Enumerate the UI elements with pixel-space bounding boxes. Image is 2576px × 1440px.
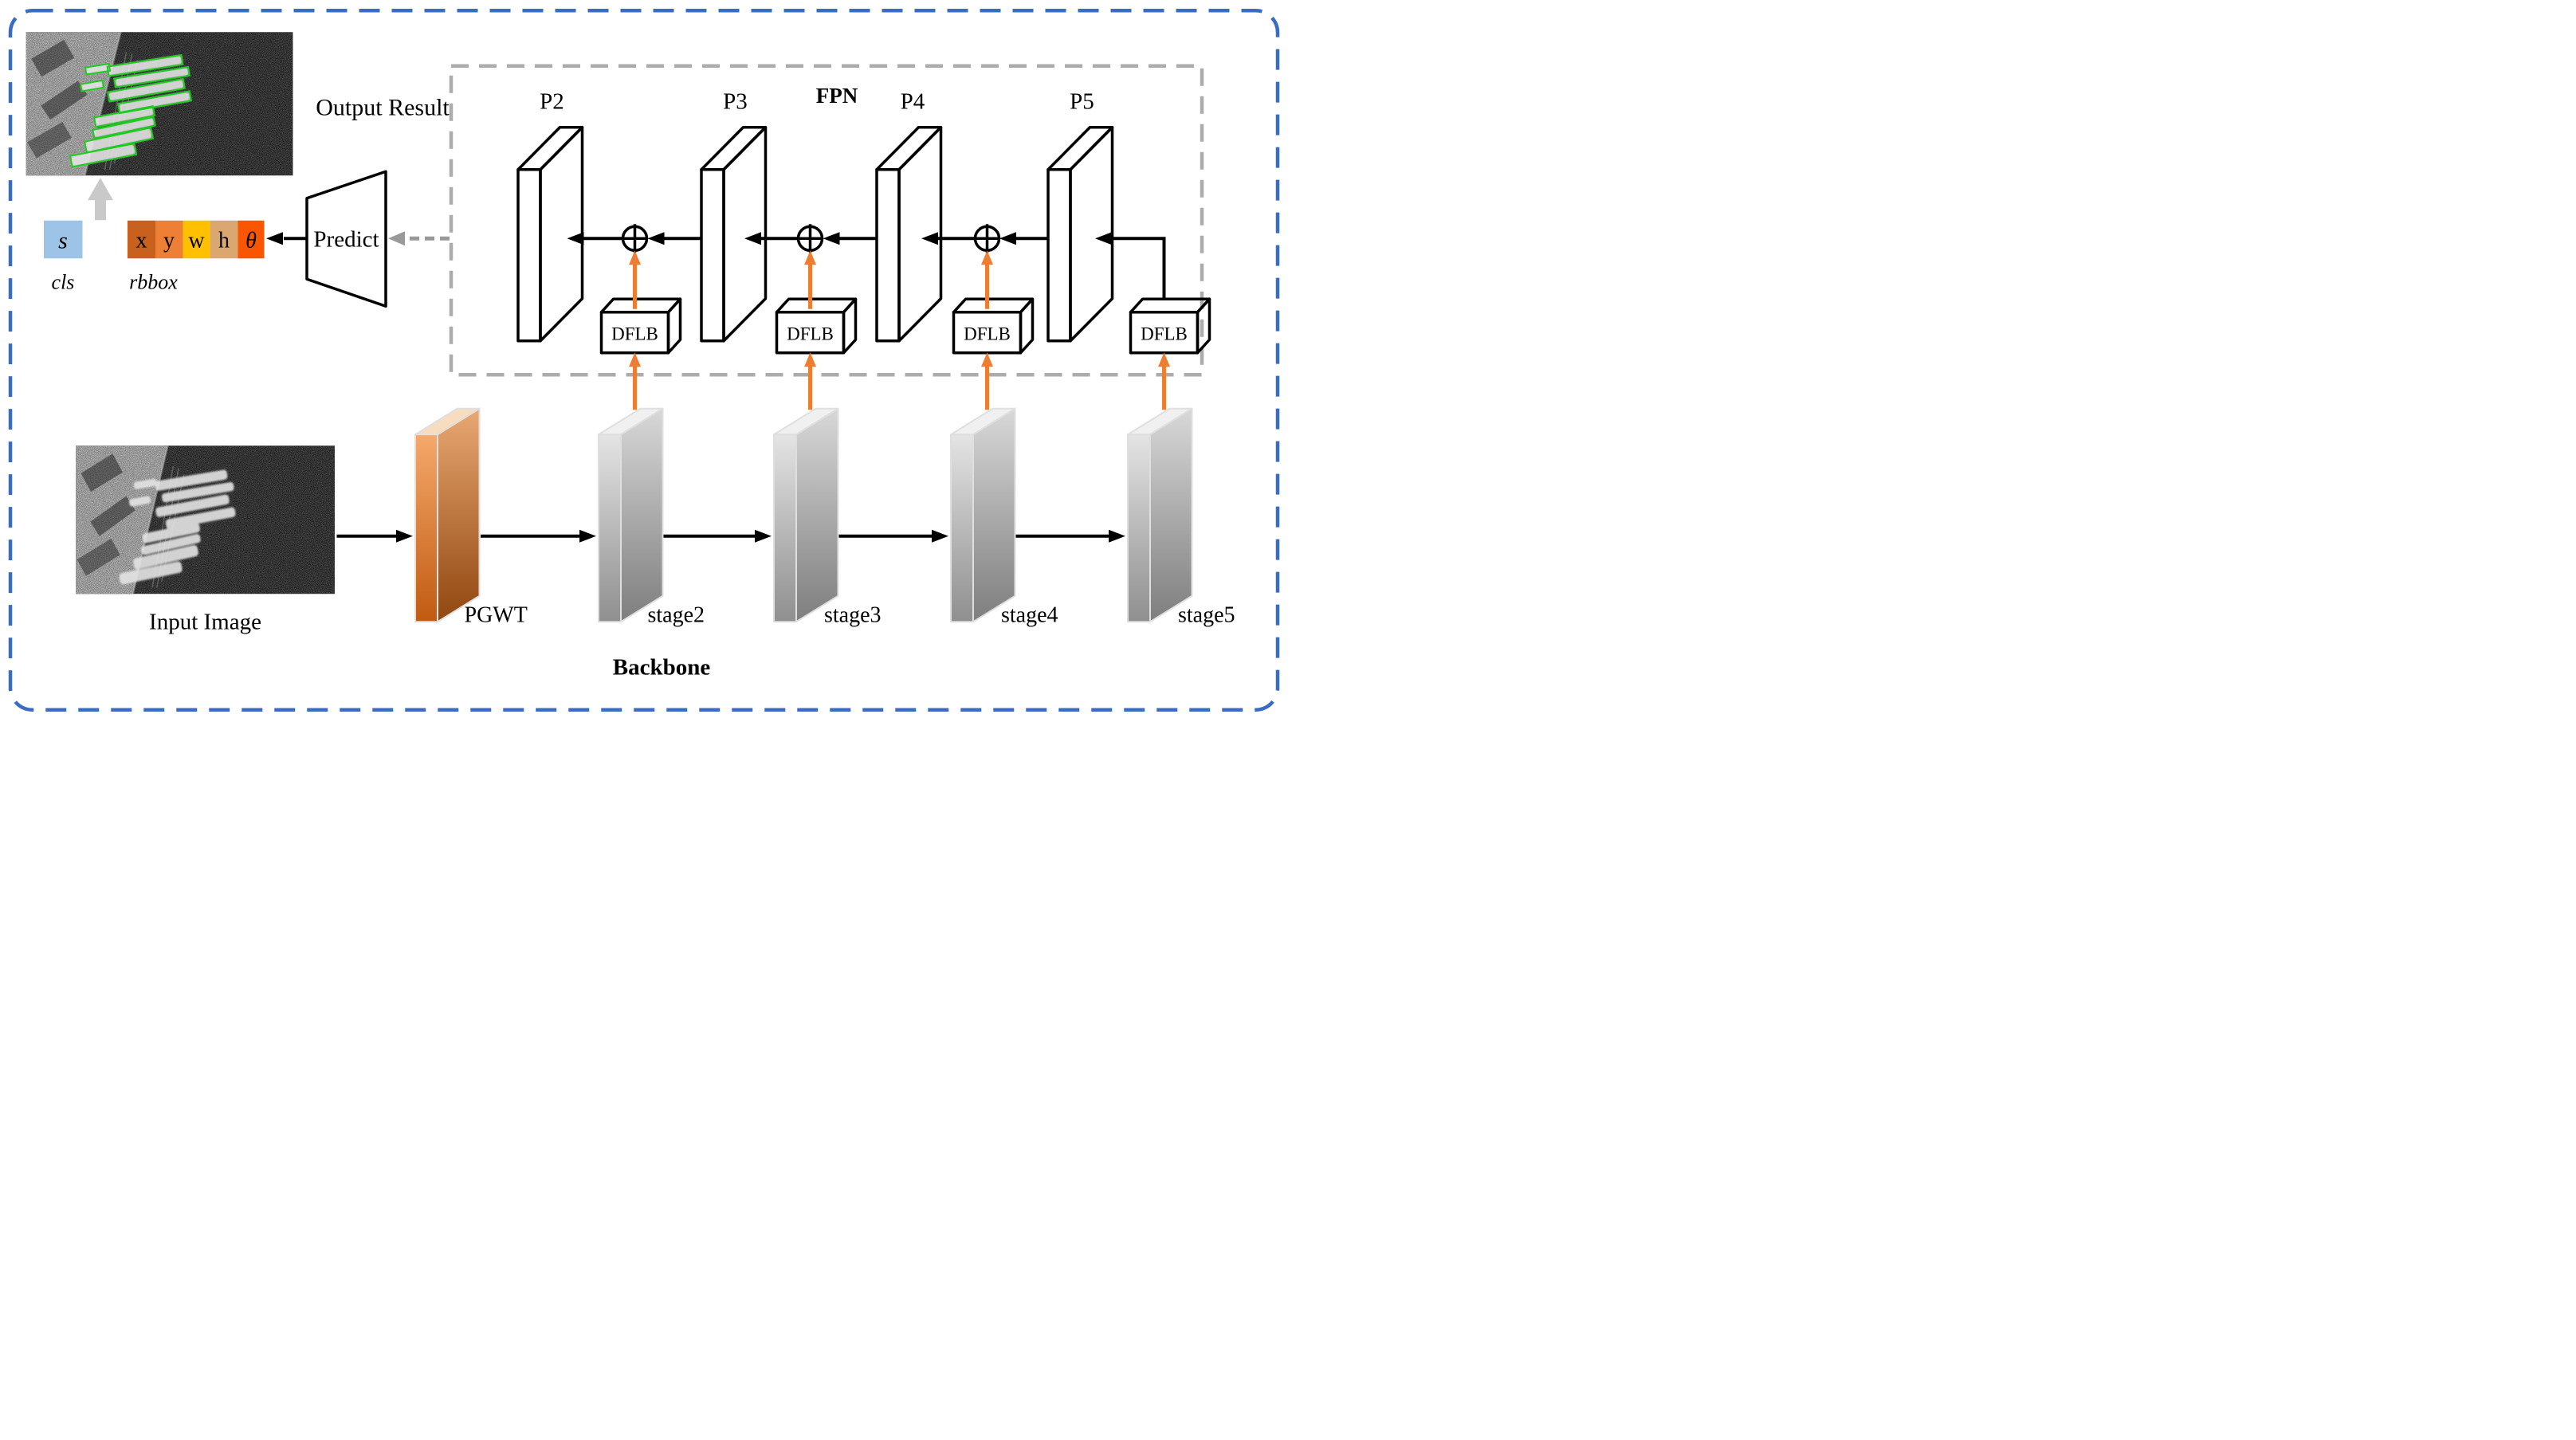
rbbox-x-label: x — [136, 228, 147, 253]
rbbox-h-label: h — [218, 228, 230, 253]
p4-label: P4 — [901, 88, 925, 114]
pgwt-block — [414, 407, 481, 623]
output-result-image — [26, 32, 293, 175]
stage4-label: stage4 — [1001, 602, 1058, 627]
add-icon-p4 — [973, 224, 1001, 253]
stage2-label: stage2 — [648, 602, 705, 627]
cls-score-box — [44, 220, 83, 259]
dflb-label: DFLB — [964, 324, 1011, 343]
rbbox-cell-h — [210, 220, 238, 259]
fpn-level-p2 — [516, 126, 584, 343]
stage4-block — [950, 407, 1016, 623]
rbbox-theta-label: θ — [245, 228, 257, 253]
input-image-label: Input Image — [149, 609, 261, 634]
rbbox-cell-theta — [238, 220, 265, 259]
stage3-label: stage3 — [824, 602, 882, 627]
outer-dashed-border — [8, 9, 1280, 712]
architecture-figure: Output Result s cls x y w h θ rbbox Pred… — [8, 9, 1280, 712]
backbone-label: Backbone — [613, 654, 711, 680]
stage5-label: stage5 — [1178, 602, 1235, 627]
predict-block: Predict — [305, 170, 387, 308]
add-icon-p3 — [796, 224, 824, 253]
stage2-block — [598, 407, 664, 623]
fpn-level-p5 — [1046, 126, 1114, 343]
fpn-dashed-box — [449, 64, 1204, 377]
cls-caption: cls — [52, 270, 75, 293]
cls-symbol: s — [58, 227, 68, 253]
rbbox-cell-x — [128, 220, 155, 259]
stage3-block — [773, 407, 839, 623]
rbbox-w-label: w — [188, 228, 205, 253]
figure-canvas: Output Result s cls x y w h θ rbbox Pred… — [0, 0, 1288, 720]
rbbox-cell-y — [155, 220, 183, 259]
dflb-block-4: DFLB — [1129, 297, 1211, 355]
stage-to-dflb-arrows — [629, 352, 1170, 410]
dflb-blocks: DFLB DFLB DFLB DFLB — [599, 297, 1211, 355]
rbbox-caption: rbbox — [129, 270, 178, 293]
rbbox-cell-w — [183, 220, 210, 259]
add-icon-p2 — [621, 224, 649, 253]
input-image — [76, 445, 335, 594]
dflb-to-add-arrows — [629, 250, 993, 309]
stage5-block — [1127, 407, 1193, 623]
fpn-level-p4 — [875, 126, 943, 343]
dflb-label: DFLB — [787, 324, 834, 343]
up-arrow-icon — [88, 178, 113, 221]
p3-label: P3 — [723, 88, 748, 114]
predict-label: Predict — [313, 226, 379, 252]
dflb-block-3: DFLB — [952, 297, 1035, 355]
output-result-label: Output Result — [316, 94, 450, 120]
p2-label: P2 — [540, 88, 564, 114]
fpn-level-p3 — [700, 126, 768, 343]
pgwt-label: PGWT — [465, 602, 528, 627]
dflb-label: DFLB — [611, 324, 658, 343]
backbone-arrows — [336, 529, 1125, 543]
arrow-predict-to-rbbox — [266, 232, 307, 245]
p5-label: P5 — [1070, 88, 1094, 114]
dflb-block-1: DFLB — [599, 297, 682, 355]
fpn-lateral-arrows — [567, 232, 1166, 300]
dflb-block-2: DFLB — [775, 297, 858, 355]
rbbox-y-label: y — [163, 228, 175, 253]
rbbox-vector: x y w h θ — [128, 220, 265, 259]
fpn-label: FPN — [816, 84, 858, 108]
arrow-fpn-to-predict — [388, 231, 450, 246]
dflb-label: DFLB — [1141, 324, 1188, 343]
